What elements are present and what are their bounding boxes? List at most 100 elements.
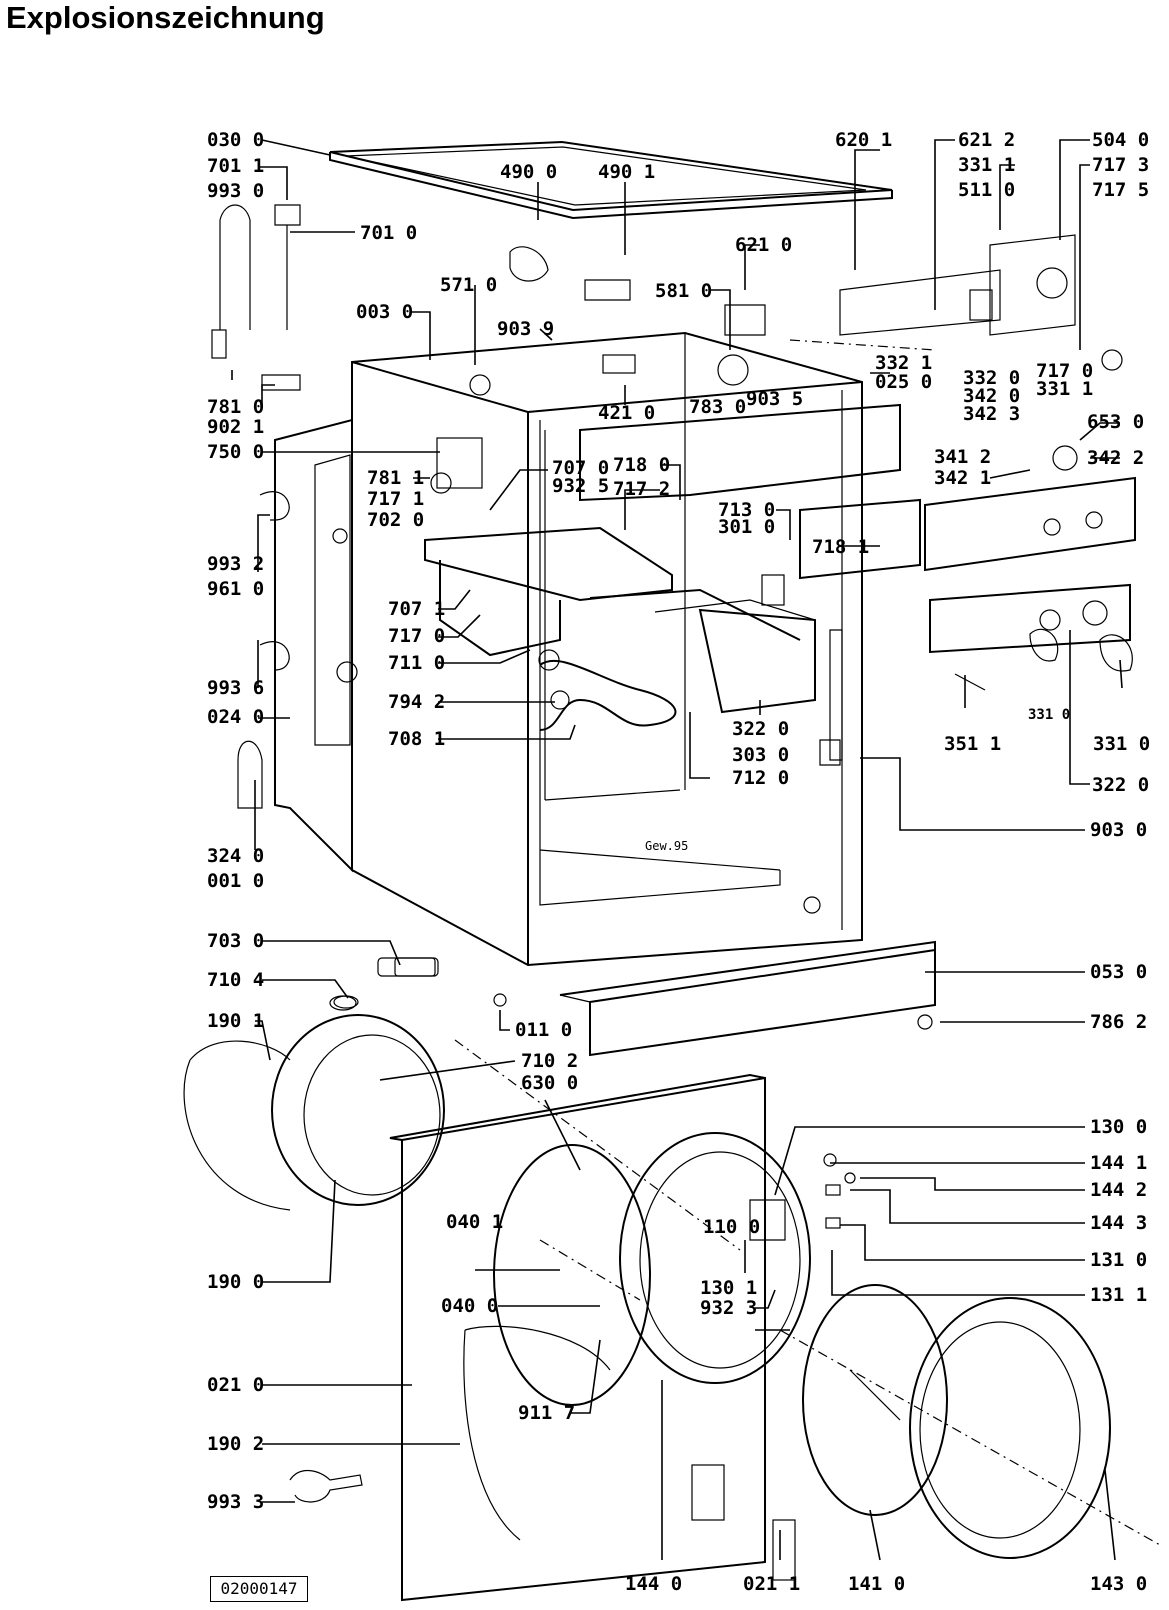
part-label: 504 0	[1092, 129, 1149, 151]
part-label: 190 1	[207, 1010, 264, 1032]
part-label: 130 0	[1090, 1116, 1147, 1138]
part-label: 794 2	[388, 691, 445, 713]
part-label: 141 0	[848, 1573, 905, 1595]
part-label: 342 1	[934, 467, 991, 489]
part-label: 620 1	[835, 129, 892, 151]
part-label: 324 0	[207, 845, 264, 867]
part-label: 511 0	[958, 179, 1015, 201]
part-label: 322 0	[1092, 774, 1149, 796]
front-panel	[389, 1073, 796, 1602]
part-label: 342 3	[963, 403, 1020, 425]
part-label: 701 1	[207, 155, 264, 177]
part-label: 144 3	[1090, 1212, 1147, 1234]
part-label: 301 0	[718, 516, 775, 538]
part-label: 621 2	[958, 129, 1015, 151]
part-label: 781 1	[367, 467, 424, 489]
cabinet-marking: Gew.95	[645, 839, 688, 853]
kickplate	[559, 940, 936, 1057]
part-label: 781 0	[207, 396, 264, 418]
part-label: 911 7	[518, 1402, 575, 1424]
part-label: 131 0	[1090, 1249, 1147, 1271]
part-label: 701 0	[360, 222, 417, 244]
part-label: 421 0	[598, 402, 655, 424]
part-label: 144 1	[1090, 1152, 1147, 1174]
part-label: 190 0	[207, 1271, 264, 1293]
part-label: 021 0	[207, 1374, 264, 1396]
door-glass	[779, 1284, 1161, 1559]
part-label: 718 1	[812, 536, 869, 558]
part-label: 993 6	[207, 677, 264, 699]
part-label: 711 0	[388, 652, 445, 674]
part-label: 024 0	[207, 706, 264, 728]
part-label: 932 5	[552, 475, 609, 497]
part-label: 717 2	[613, 478, 670, 500]
part-label: 331 1	[958, 154, 1015, 176]
part-label: 021 1	[743, 1573, 800, 1595]
part-label: 040 1	[446, 1211, 503, 1233]
part-label: 053 0	[1090, 961, 1147, 983]
part-label: 581 0	[655, 280, 712, 302]
part-label: 130 1	[700, 1277, 757, 1299]
part-label: 303 0	[732, 744, 789, 766]
part-label: 342 0	[963, 385, 1020, 407]
part-label: 750 0	[207, 441, 264, 463]
part-label: 490 0	[500, 161, 557, 183]
part-label: 932 3	[700, 1297, 757, 1319]
part-label: 351 1	[944, 733, 1001, 755]
part-label: 783 0	[689, 396, 746, 418]
top-cover	[329, 140, 893, 220]
part-label: 190 2	[207, 1433, 264, 1455]
detergent-dispenser	[424, 403, 1136, 714]
part-label: 144 0	[625, 1573, 682, 1595]
part-label: 702 0	[367, 509, 424, 531]
part-label: 003 0	[356, 301, 413, 323]
part-label: 571 0	[440, 274, 497, 296]
part-label: 786 2	[1090, 1011, 1147, 1033]
part-label: 332 1	[875, 352, 932, 374]
part-label: 903 0	[1090, 819, 1147, 841]
part-label: 902 1	[207, 416, 264, 438]
page-title: Explosionszeichnung	[6, 0, 325, 35]
part-label: 342 2	[1087, 447, 1144, 469]
part-label: 713 0	[718, 499, 775, 521]
part-label: 490 1	[598, 161, 655, 183]
part-label: 707 1	[388, 598, 445, 620]
part-label: 630 0	[521, 1072, 578, 1094]
part-label: 710 2	[521, 1050, 578, 1072]
part-label: 993 3	[207, 1491, 264, 1513]
part-label: 331 0	[1028, 707, 1070, 723]
part-label: 712 0	[732, 767, 789, 789]
part-label: 717 5	[1092, 179, 1149, 201]
part-label: 703 0	[207, 930, 264, 952]
part-label: 653 0	[1087, 411, 1144, 433]
back-panel	[274, 418, 358, 873]
part-label: 710 4	[207, 969, 264, 991]
part-label: 322 0	[732, 718, 789, 740]
part-label: 718 0	[613, 454, 670, 476]
part-label: 011 0	[515, 1019, 572, 1041]
part-label: 708 1	[388, 728, 445, 750]
part-label: 143 0	[1090, 1573, 1147, 1595]
part-label: 621 0	[735, 234, 792, 256]
part-label: 001 0	[207, 870, 264, 892]
part-label: 707 0	[552, 457, 609, 479]
part-label: 332 0	[963, 367, 1020, 389]
part-label: 903 5	[746, 388, 803, 410]
part-label: 717 1	[367, 488, 424, 510]
part-label: 040 0	[441, 1295, 498, 1317]
part-label: 993 0	[207, 180, 264, 202]
part-label: 341 2	[934, 446, 991, 468]
part-label: 903 9	[497, 318, 554, 340]
hose	[538, 649, 677, 731]
part-label: 993 2	[207, 553, 264, 575]
part-label: 717 0	[388, 625, 445, 647]
drawing-number: 02000147	[210, 1576, 308, 1602]
part-label: 717 3	[1092, 154, 1149, 176]
part-label: 025 0	[875, 371, 932, 393]
part-labels: 030 0 701 1 993 0 701 0 490 0 490 1 620 …	[207, 129, 1150, 1595]
part-label: 110 0	[703, 1216, 760, 1238]
door-ring	[619, 1132, 811, 1384]
part-label: 331 0	[1093, 733, 1150, 755]
part-label: 331 1	[1036, 378, 1093, 400]
